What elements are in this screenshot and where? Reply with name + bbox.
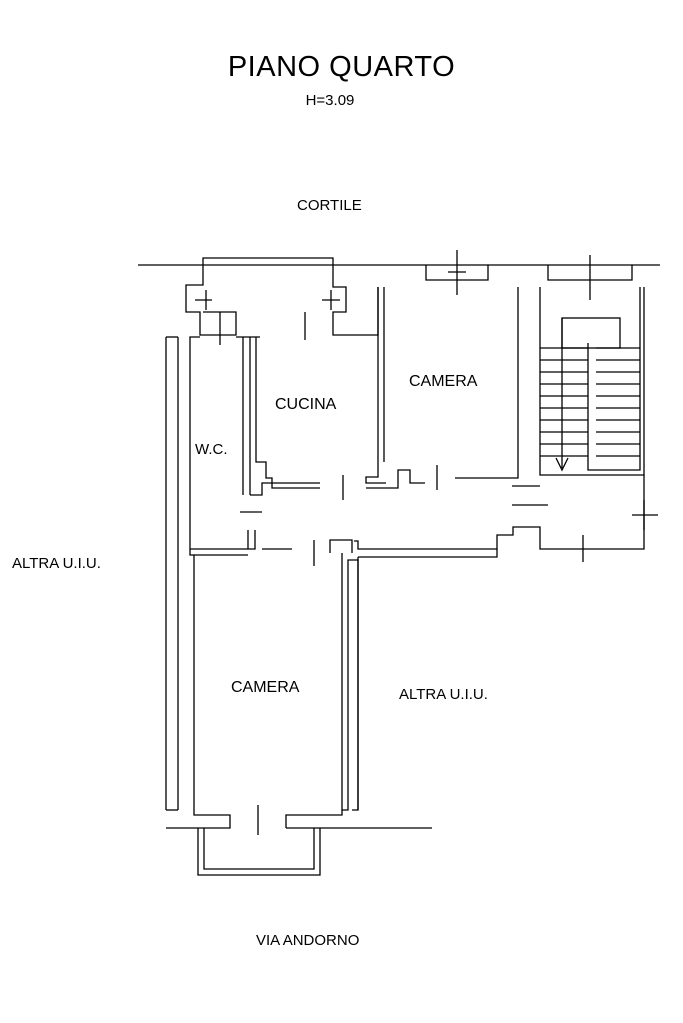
room-label-wc: W.C. [195, 441, 228, 458]
wc-walls [189, 336, 248, 550]
street-label: VIA ANDORNO [256, 932, 360, 949]
corridor-right-wall [354, 475, 645, 550]
plan-title: PIANO QUARTO [227, 51, 456, 83]
bottom-facade-left [166, 810, 231, 829]
stair-outer-wall [539, 287, 645, 476]
courtyard-label: CORTILE [297, 197, 362, 214]
stair-well [561, 317, 621, 349]
stair-treads [540, 347, 640, 457]
stair-inner-wall [587, 287, 641, 471]
neighbour-label-left: ALTRA U.I.U. [12, 555, 101, 572]
camera-bottom-left-wall [189, 549, 195, 810]
corridor-bottom-edge [358, 549, 498, 558]
bottom-balcony [197, 828, 321, 876]
top-left-balcony [185, 265, 237, 336]
cucina-left-wall-inner [250, 482, 320, 496]
room-label-cucina: CUCINA [275, 396, 337, 413]
cucina-right-wall-b [366, 469, 425, 489]
neighbour-label-right: ALTRA U.I.U. [399, 686, 488, 703]
stair-arrow-head [555, 457, 569, 472]
top-left-wall-block [332, 265, 379, 336]
cucina-right-wall [365, 287, 386, 484]
camera-top-bottom-wall [455, 287, 519, 479]
bottom-balcony-inner [203, 828, 315, 870]
corridor-lower-wall-b [329, 539, 353, 553]
wc-wall-stub [247, 530, 256, 550]
room-label-camera-bottom: CAMERA [231, 679, 300, 696]
ceiling-height-label: H=3.09 [305, 92, 355, 109]
camera-bottom-right-wall [341, 553, 359, 811]
bottom-facade-right [285, 810, 343, 828]
top-cucina-window [202, 257, 334, 265]
cucina-left-wall [255, 337, 320, 489]
room-label-camera-top: CAMERA [409, 373, 478, 390]
